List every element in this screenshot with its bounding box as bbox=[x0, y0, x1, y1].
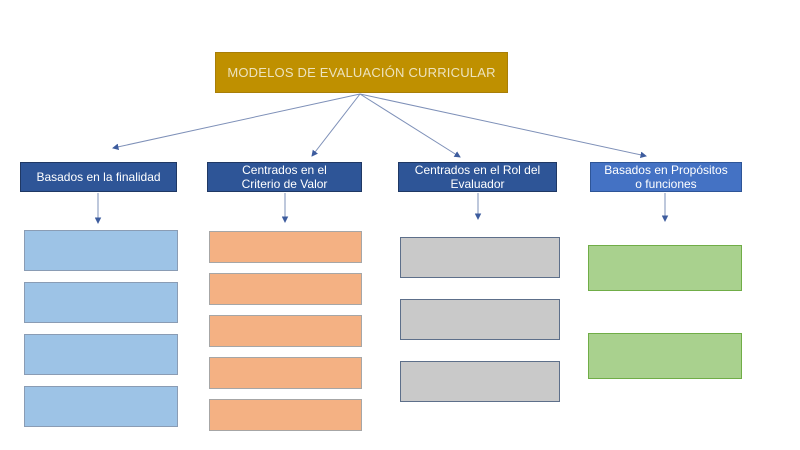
branch-header-rol-del-evaluador: Centrados en el Rol del Evaluador bbox=[398, 162, 557, 192]
item-column-rol-del-evaluador bbox=[400, 237, 560, 402]
arrow-root-to-criterio bbox=[311, 93, 361, 157]
branch-header-label-line2: o funciones bbox=[635, 177, 697, 191]
arrow-root-to-propositos bbox=[359, 93, 647, 159]
item-column-propositos-funciones bbox=[588, 245, 742, 379]
empty-item-box bbox=[209, 231, 362, 263]
branch-header-label-line1: Centrados en el bbox=[242, 163, 327, 177]
root-node-title: MODELOS DE EVALUACIÓN CURRICULAR bbox=[215, 52, 508, 93]
branch-header-propositos-funciones: Basados en Propósitos o funciones bbox=[590, 162, 742, 192]
empty-item-box bbox=[209, 399, 362, 431]
branch-header-label-line2: Criterio de Valor bbox=[241, 177, 328, 191]
arrow-root-to-finalidad bbox=[112, 93, 361, 150]
branch-header-label: Basados en la finalidad bbox=[36, 170, 161, 184]
item-column-criterio-de-valor bbox=[209, 231, 362, 431]
empty-item-box bbox=[588, 245, 742, 291]
empty-item-box bbox=[209, 315, 362, 347]
empty-item-box bbox=[24, 282, 178, 323]
empty-item-box bbox=[24, 230, 178, 271]
branch-header-finalidad: Basados en la finalidad bbox=[20, 162, 177, 192]
empty-item-box bbox=[209, 357, 362, 389]
empty-item-box bbox=[24, 386, 178, 427]
empty-item-box bbox=[24, 334, 178, 375]
arrow-root-to-rol bbox=[359, 93, 461, 158]
root-title-text: MODELOS DE EVALUACIÓN CURRICULAR bbox=[227, 65, 496, 80]
branch-header-label-line1: Centrados en el Rol del bbox=[414, 163, 541, 177]
empty-item-box bbox=[400, 361, 560, 402]
branch-header-label-line2: Evaluador bbox=[450, 177, 505, 191]
item-column-finalidad bbox=[24, 230, 178, 427]
empty-item-box bbox=[400, 299, 560, 340]
branch-header-criterio-de-valor: Centrados en el Criterio de Valor bbox=[207, 162, 362, 192]
empty-item-box bbox=[209, 273, 362, 305]
branch-header-label-line1: Basados en Propósitos bbox=[604, 163, 728, 177]
empty-item-box bbox=[588, 333, 742, 379]
empty-item-box bbox=[400, 237, 560, 278]
